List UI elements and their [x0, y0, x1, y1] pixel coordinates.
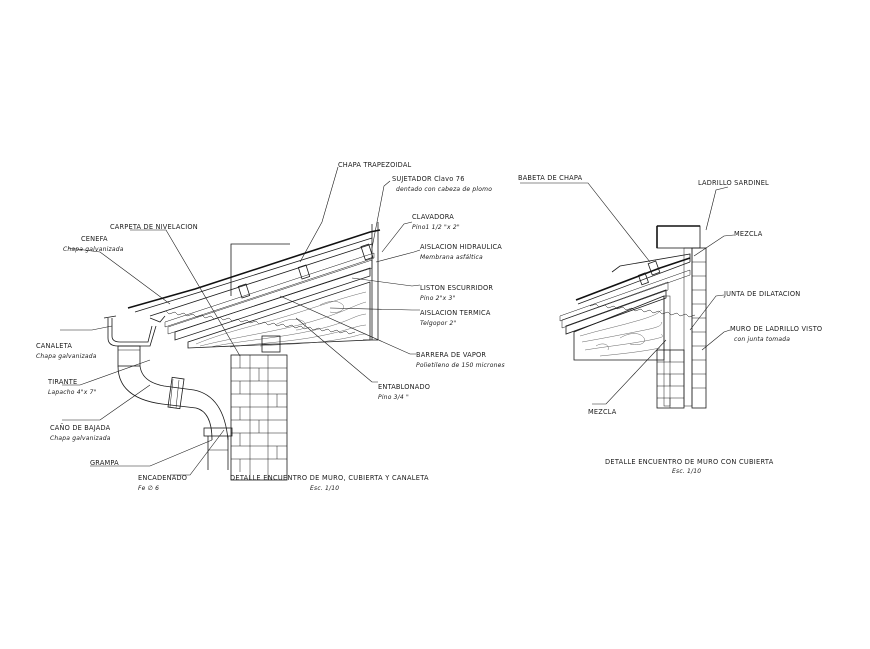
membrana-layer	[164, 252, 375, 328]
label-carpeta: CARPETA DE NIVELACION	[110, 223, 198, 231]
right-detail-scale: Esc. 1/10	[672, 468, 701, 475]
rafter-timber	[187, 281, 371, 349]
label-sujetador-sub: dentado con cabeza de plomo	[396, 186, 492, 193]
label-grampa: GRAMPA	[90, 459, 119, 467]
label-clavadora-sub: Pino1 1/2 "x 2"	[412, 224, 460, 231]
right-detail-title: DETALLE ENCUENTRO DE MURO CON CUBIERTA	[605, 458, 774, 466]
left-leader-lines	[60, 166, 421, 476]
label-tirante-sub: Lapacho 4"x 7"	[48, 389, 97, 396]
label-encadenado: ENCADENADO	[138, 474, 187, 482]
left-labels: CHAPA TRAPEZOIDAL SUJETADOR Clavo 76 den…	[36, 161, 505, 492]
babeta-flashing	[611, 253, 691, 273]
label-aislacion-hidraulica: AISLACION HIDRAULICA	[420, 243, 502, 251]
label-encadenado-sub: Fe ∅ 6	[138, 485, 159, 492]
right-timber	[573, 295, 665, 361]
right-leader-lines	[520, 182, 735, 405]
aislacion-termica-layer	[167, 259, 373, 335]
label-liston-sub: Pino 2"x 3"	[420, 295, 456, 302]
left-detail-scale: Esc. 1/10	[310, 485, 339, 492]
label-cano: CAÑO DE BAJADA	[50, 423, 111, 432]
upper-right-wall	[363, 222, 379, 341]
label-clavadora: CLAVADORA	[412, 213, 454, 221]
label-ladrillo-sardinel: LADRILLO SARDINEL	[698, 179, 769, 187]
right-brick-wall	[656, 247, 707, 409]
upper-wall-block	[230, 243, 290, 296]
left-detail-title: DETALLE ENCUENTRO DE MURO, CUBIERTA Y CA…	[230, 474, 429, 482]
label-cano-sub: Chapa galvanizada	[50, 435, 111, 442]
right-termica	[561, 281, 669, 329]
label-cenefa: CENEFA	[81, 235, 108, 243]
ladrillo-sardinel	[656, 225, 701, 249]
left-detail: CHAPA TRAPEZOIDAL SUJETADOR Clavo 76 den…	[36, 161, 505, 492]
label-muro: MURO DE LADRILLO VISTO	[730, 325, 822, 333]
label-aislacion-hidraulica-sub: Membrana asfáltica	[420, 254, 483, 261]
label-mezcla-bottom: MEZCLA	[588, 408, 617, 416]
label-sujetador: SUJETADOR Clavo 76	[392, 175, 465, 183]
label-entablonado-sub: Pino 3/4 "	[378, 394, 409, 401]
label-entablonado: ENTABLONADO	[378, 383, 430, 391]
label-canaleta: CANALETA	[36, 342, 72, 350]
canaleta	[103, 315, 166, 347]
chapa-trapezoidal	[127, 229, 381, 335]
label-barrera-sub: Polietileno de 150 micrones	[416, 362, 505, 369]
label-canaleta-sub: Chapa galvanizada	[36, 353, 97, 360]
label-barrera: BARRERA DE VAPOR	[416, 351, 486, 359]
label-junta: JUNTA DE DILATACION	[723, 290, 800, 298]
label-aislacion-termica-sub: Telgopor 2"	[420, 320, 456, 327]
label-aislacion-termica: AISLACION TERMICA	[420, 309, 491, 317]
label-mezcla-top: MEZCLA	[734, 230, 763, 238]
right-chapa	[575, 257, 696, 318]
cano-de-bajada	[117, 345, 233, 470]
entablonado-boards	[174, 267, 371, 341]
right-boards	[565, 289, 667, 335]
left-brick-wall	[230, 335, 288, 481]
label-babeta: BABETA DE CHAPA	[518, 174, 583, 182]
label-liston: LISTON ESCURRIDOR	[420, 284, 493, 292]
label-cenefa-sub: Chapa galvanizada	[63, 246, 124, 253]
right-membrana	[559, 269, 691, 322]
right-labels: BABETA DE CHAPA LADRILLO SARDINEL MEZCLA…	[518, 174, 822, 416]
label-muro-sub: con junta tomada	[734, 336, 790, 343]
right-detail: BABETA DE CHAPA LADRILLO SARDINEL MEZCLA…	[518, 174, 822, 475]
label-tirante: TIRANTE	[47, 378, 77, 386]
label-chapa-trapezoidal: CHAPA TRAPEZOIDAL	[338, 161, 412, 169]
